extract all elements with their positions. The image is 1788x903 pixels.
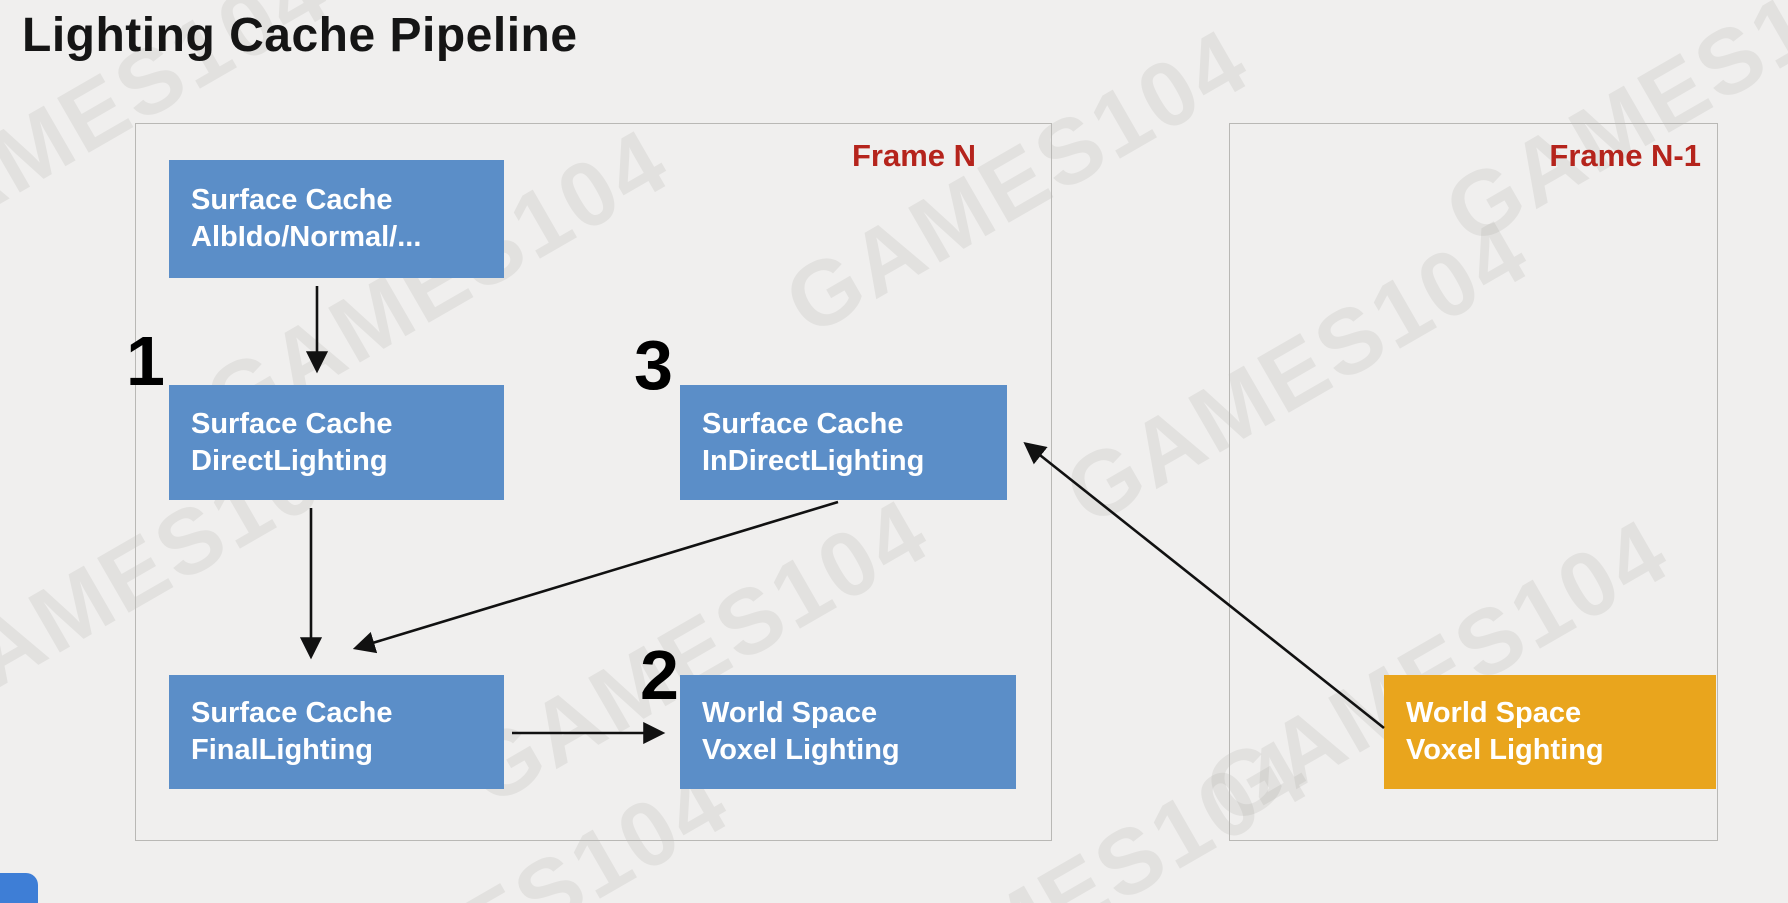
node-label-line: AlbIdo/Normal/...: [191, 221, 422, 253]
slide-title: Lighting Cache Pipeline: [22, 9, 578, 62]
node-label-line: FinalLighting: [191, 734, 374, 766]
node-label-line: Surface Cache: [191, 407, 393, 440]
node-label-line: Voxel Lighting: [1406, 734, 1604, 766]
node-surface-cache-indirect-lighting: Surface Cache InDirectLighting: [680, 385, 1007, 500]
step-1-label: 1: [126, 322, 165, 400]
corner-logo-chip: [0, 873, 38, 903]
node-label-line: Surface Cache: [191, 184, 393, 216]
node-surface-cache-albedo: Surface Cache AlbIdo/Normal/...: [169, 160, 504, 278]
step-2-label: 2: [640, 636, 679, 714]
node-label-line: InDirectLighting: [702, 444, 925, 477]
node-surface-cache-final-lighting: Surface Cache FinalLighting: [169, 675, 504, 789]
node-label-line: DirectLighting: [191, 444, 388, 477]
node-label-line: Voxel Lighting: [702, 734, 900, 766]
node-world-space-voxel-lighting-prev: World Space Voxel Lighting: [1384, 675, 1716, 789]
node-label-line: Surface Cache: [191, 697, 393, 729]
node-label-line: World Space: [702, 697, 878, 729]
frame-n-1-label: Frame N-1: [1549, 138, 1701, 173]
node-label-line: Surface Cache: [702, 407, 904, 440]
frame-n-label: Frame N: [851, 138, 976, 173]
node-surface-cache-direct-lighting: Surface Cache DirectLighting: [169, 385, 504, 500]
node-label-line: World Space: [1406, 697, 1582, 729]
node-world-space-voxel-lighting: World Space Voxel Lighting: [680, 675, 1016, 789]
step-3-label: 3: [634, 326, 673, 404]
